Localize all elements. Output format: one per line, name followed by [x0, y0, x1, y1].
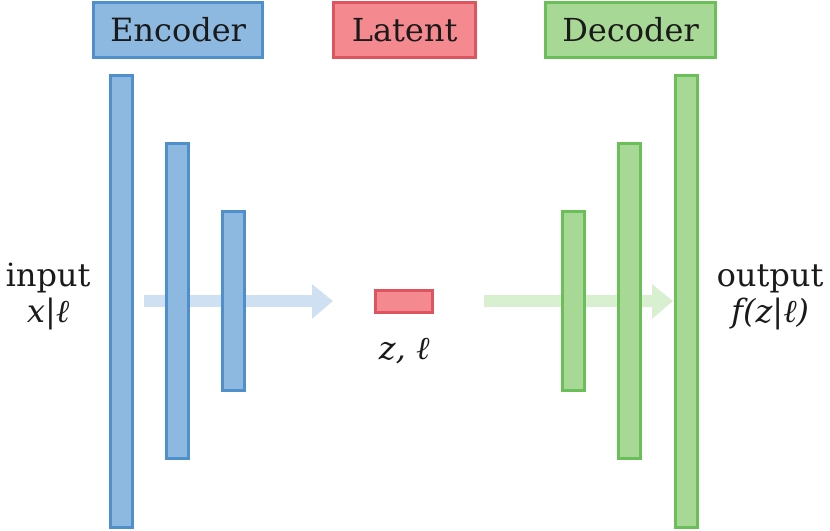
- decoder-header: Decoder: [544, 1, 717, 59]
- encoder-layer-3: [221, 210, 246, 392]
- output-label: output: [716, 256, 824, 294]
- input-expression: x|ℓ: [26, 292, 70, 330]
- input-label-block: input x|ℓ: [0, 257, 96, 329]
- decoder-layer-2: [617, 142, 642, 460]
- latent-header: Latent: [332, 1, 477, 59]
- encoder-layer-2: [165, 142, 190, 460]
- output-expression: f(z|ℓ): [731, 292, 809, 330]
- decoder-layer-1: [561, 210, 586, 392]
- encoder-layer-1: [109, 74, 134, 529]
- latent-header-label: Latent: [351, 11, 458, 49]
- encoder-header: Encoder: [92, 1, 264, 59]
- encoder-header-label: Encoder: [110, 11, 246, 49]
- latent-vector: [374, 289, 434, 314]
- latent-expression: z, ℓ: [378, 329, 430, 367]
- output-label-block: output f(z|ℓ): [710, 257, 830, 329]
- decoder-layer-3: [674, 74, 699, 529]
- decoder-header-label: Decoder: [562, 11, 699, 49]
- input-label: input: [5, 256, 91, 294]
